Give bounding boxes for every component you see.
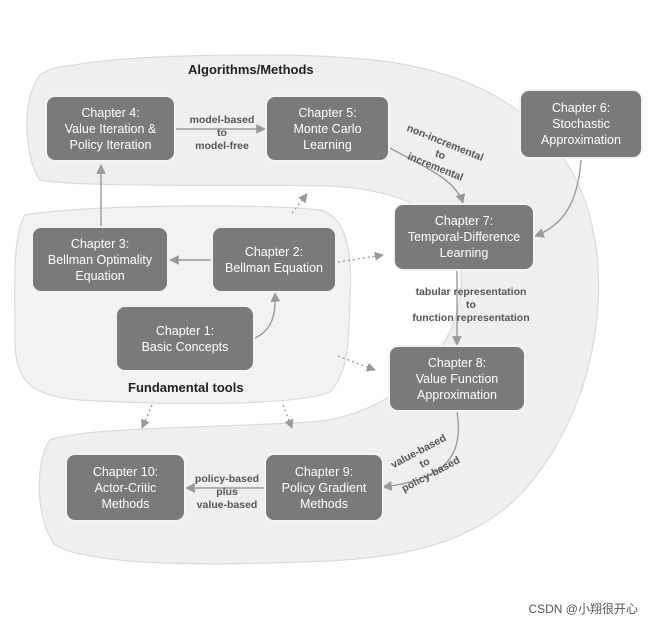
chapter-2-box: Chapter 2: Bellman Equation: [213, 228, 335, 291]
chapter-2-line-1: Chapter 2:: [244, 244, 304, 259]
chapter-10-line-1: Chapter 10:: [92, 464, 159, 479]
chapter-1-box: Chapter 1: Basic Concepts: [117, 307, 253, 370]
chapter-10-line-3: Methods: [101, 496, 150, 511]
chapter-7-line-2: Temporal-Difference: [407, 230, 521, 244]
edge-label-model-line-3: model-free: [195, 140, 249, 152]
arrow-ch5-ch7: [389, 147, 465, 204]
chapter-4-box: Chapter 4: Value Iteration & Policy Iter…: [47, 97, 174, 160]
chapter-9-line-1: Chapter 9:: [294, 464, 354, 479]
edge-label-policy-plus: policy-based plus value-based: [190, 473, 264, 512]
chapter-3-line-1: Chapter 3:: [70, 236, 130, 251]
chapter-3-box: Chapter 3: Bellman Optimality Equation: [33, 228, 167, 291]
chapter-3-line-2: Bellman Optimality: [47, 252, 153, 267]
dotted-arrow-to-ch8: [337, 355, 376, 372]
chapter-8-line-3: Approximation: [417, 387, 497, 402]
chapter-8-box: Chapter 8: Value Function Approximation: [390, 347, 524, 410]
chapter-7-line-3: Learning: [439, 246, 489, 260]
chapter-6-box: Chapter 6: Stochastic Approximation: [521, 91, 641, 157]
edge-label-policy-plus-line-3: value-based: [196, 499, 258, 511]
algorithms-title: Algorithms/Methods: [188, 62, 314, 77]
edge-label-policy-plus-line-1: policy-based: [194, 473, 260, 485]
edge-label-tabular-line-3: function representation: [412, 312, 530, 324]
edge-label-model: model-based to model-free: [186, 114, 258, 153]
chapter-9-box: Chapter 9: Policy Gradient Methods: [266, 455, 382, 520]
arrow-ch6-ch7: [534, 159, 582, 238]
edge-label-policy-plus-line-2: plus: [216, 486, 238, 498]
dotted-arrow-to-ch10: [141, 404, 153, 429]
chapter-8-line-1: Chapter 8:: [427, 355, 487, 370]
edge-label-tabular-line-2: to: [466, 299, 476, 311]
chapter-7-line-1: Chapter 7:: [434, 214, 494, 228]
chapter-1-line-2: Basic Concepts: [141, 339, 229, 354]
chapter-10-line-2: Actor-Critic: [94, 480, 157, 495]
arrow-ch8-ch9: [382, 411, 460, 491]
dotted-arrow-to-ch9: [282, 404, 294, 429]
chapter-10-box: Chapter 10: Actor-Critic Methods: [67, 455, 184, 520]
chapter-6-line-1: Chapter 6:: [551, 101, 611, 115]
chapter-8-line-2: Value Function: [415, 371, 499, 386]
edge-label-tabular-line-1: tabular representation: [415, 286, 527, 298]
chapter-4-line-1: Chapter 4:: [81, 105, 140, 120]
chapter-4-line-3: Policy Iteration: [69, 137, 152, 152]
chapter-4-line-2: Value Iteration &: [64, 121, 157, 136]
chapter-1-line-1: Chapter 1:: [155, 323, 215, 338]
dotted-arrow-to-ch5: [291, 193, 308, 214]
solid-arrows: [96, 124, 582, 493]
watermark: CSDN @小翔很开心: [528, 602, 638, 616]
chapter-7-box: Chapter 7: Temporal-Difference Learning: [395, 205, 533, 269]
dotted-arrows: [141, 193, 384, 429]
chapter-5-line-1: Chapter 5:: [298, 105, 357, 120]
arrow-ch1-ch2: [254, 292, 281, 339]
edge-label-model-line-1: model-based: [189, 114, 255, 126]
edge-label-model-line-2: to: [217, 127, 227, 139]
chapter-5-box: Chapter 5: Monte Carlo Learning: [267, 97, 388, 160]
chapter-3-line-3: Equation: [75, 268, 125, 283]
chapter-5-line-2: Monte Carlo: [293, 121, 362, 136]
edge-label-tabular: tabular representation to function repre…: [403, 286, 539, 325]
chapter-2-line-2: Bellman Equation: [225, 260, 323, 275]
chapter-5-line-3: Learning: [303, 137, 352, 152]
chapter-9-line-2: Policy Gradient: [281, 480, 367, 495]
fundamental-title: Fundamental tools: [128, 380, 244, 395]
chapter-9-line-3: Methods: [300, 496, 348, 511]
chapter-6-line-3: Approximation: [541, 133, 621, 147]
chapter-6-line-2: Stochastic: [552, 117, 610, 131]
